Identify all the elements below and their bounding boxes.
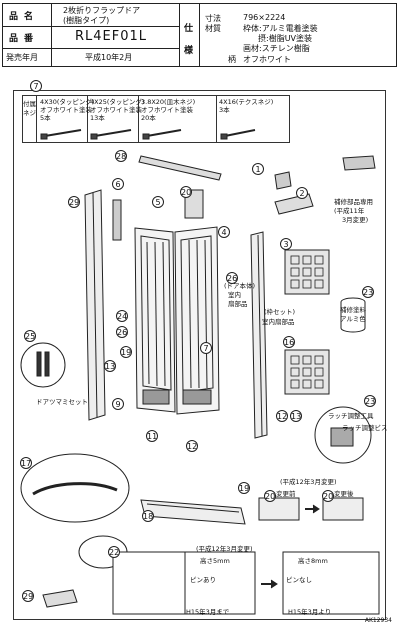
callout-20c: 20 <box>322 490 334 502</box>
material-val-3: 画材:スチレン樹脂 <box>243 44 310 53</box>
pin-no-label: ピンなし <box>286 576 312 584</box>
screw-2-spec: 4X25(タッピング) <box>90 98 145 106</box>
number-value: RL4EF01L <box>75 29 148 44</box>
material-val-1: 枠体:アルミ電着塗装 <box>243 24 318 33</box>
callout-23: 24 <box>116 310 128 322</box>
callout-21: 22 <box>108 546 120 558</box>
callout-14: 12 <box>276 410 288 422</box>
callout-29: 29 <box>22 590 34 602</box>
callout-6: 6 <box>112 178 124 190</box>
callout-11: 9 <box>112 398 124 410</box>
screws-table: 付属ネジ 4X30(タッピング) オフホワイト塗装 5本 4X25(タッピング)… <box>22 95 290 143</box>
callout-22: 23 <box>362 286 374 298</box>
callout-19b: 19 <box>238 482 250 494</box>
release-label: 発売年月 <box>6 53 38 62</box>
screw-3-desc: オフホワイト塗装 <box>141 106 193 114</box>
repair-note-1: 補修部品専用 <box>334 198 373 206</box>
pattern-val: オフホワイト <box>243 55 291 64</box>
frame-set-label: (枠セット) <box>264 308 296 316</box>
callout-17: 17 <box>20 457 32 469</box>
frame-set-sub: 室内扇部品 <box>262 318 295 326</box>
screw-1-qty: 5本 <box>40 114 51 122</box>
spec-label: 仕様 <box>184 24 194 56</box>
after-label: 変更後 <box>334 490 354 498</box>
header-table: 品名 2枚折りフラップドア (樹脂タイプ) 品番 RL4EF01L 発売年月 平… <box>2 3 397 67</box>
screw-2-qty: 13本 <box>90 114 105 122</box>
material-key: 材質 <box>205 24 221 33</box>
callout-27: 28 <box>115 150 127 162</box>
screw-drawings <box>40 129 256 140</box>
height5-label: 高さ5mm <box>200 557 230 565</box>
callout-1: 1 <box>252 163 264 175</box>
callout-15b: 13 <box>290 410 302 422</box>
material-val-2: 摂:樹脂UV塗装 <box>258 34 313 43</box>
pattern-key: 柄 <box>228 55 236 64</box>
name-value-1: 2枚折りフラップドア <box>63 6 141 15</box>
door-knob-set-label: ドアツマミセット <box>36 398 88 406</box>
screw-2-desc: オフホワイト塗装 <box>90 106 142 114</box>
callout-20b: 20 <box>264 490 276 502</box>
screw-4-qty: 3本 <box>219 106 230 114</box>
callout-26b: 26 <box>116 326 128 338</box>
callout-3: 3 <box>280 238 292 250</box>
name-value-2: (樹脂タイプ) <box>63 16 110 25</box>
callout-19a: 19 <box>120 346 132 358</box>
callout-25: 25 <box>24 330 36 342</box>
name-label: 品名 <box>9 12 40 22</box>
screw-3-spec: 3.8X20(皿木ネジ) <box>141 98 196 106</box>
size-key: 寸法 <box>205 14 221 23</box>
door-body-sub2: 扇部品 <box>228 300 248 308</box>
pin-yes-label: ピンあり <box>190 576 216 584</box>
callout-4: 4 <box>218 226 230 238</box>
callout-16: 16 <box>283 336 295 348</box>
callout-5: 5 <box>152 196 164 208</box>
callout-13: 12 <box>186 440 198 452</box>
callout-24: 23 <box>364 395 376 407</box>
callout-7: 7 <box>30 80 42 92</box>
paint-note-1: 補修塗料 <box>340 306 366 314</box>
repair-note-2: (平成11年 <box>334 207 365 215</box>
before-label: 変更前 <box>276 490 296 498</box>
callout-20a: 20 <box>180 186 192 198</box>
drawing-frame <box>13 90 386 620</box>
callout-2: 2 <box>296 187 308 199</box>
callout-26a: 26 <box>226 272 238 284</box>
callout-15a: 13 <box>104 360 116 372</box>
from-h15-label: H15年3月より <box>288 608 332 616</box>
number-label: 品番 <box>9 34 40 44</box>
screw-4-spec: 4X16(テクスネジ) <box>219 98 274 106</box>
until-h15-label: H15年3月まで <box>186 608 230 616</box>
repair-note-3: 3月変更) <box>342 216 369 224</box>
callout-28: 29 <box>68 196 80 208</box>
parts-diagram <box>20 155 380 615</box>
callout-18: 18 <box>142 510 154 522</box>
screws-side-label: 付属ネジ <box>23 96 37 142</box>
screw-1-spec: 4X30(タッピング) <box>40 98 95 106</box>
document-code: AK12934 <box>364 617 392 624</box>
size-val: 796×2224 <box>243 13 286 22</box>
release-value: 平成10年2月 <box>85 53 133 62</box>
callout-9: 7 <box>200 342 212 354</box>
change-h12b-label: (平成12年3月変更) <box>196 545 253 553</box>
screw-1-desc: オフホワイト塗装 <box>40 106 92 114</box>
change-h12-label: (平成12年3月変更) <box>280 478 337 486</box>
latch-tool-label: ラッチ調整工具 <box>328 412 374 420</box>
door-body-label: (ドア本体) <box>224 282 256 290</box>
screw-3-qty: 20本 <box>141 114 156 122</box>
latch-screw-label: ラッチ調整ビス <box>342 424 388 432</box>
callout-12: 11 <box>146 430 158 442</box>
door-body-sub1: 室内 <box>228 291 241 299</box>
paint-note-2: アルミ色 <box>340 315 366 323</box>
height8-label: 高さ8mm <box>298 557 328 565</box>
